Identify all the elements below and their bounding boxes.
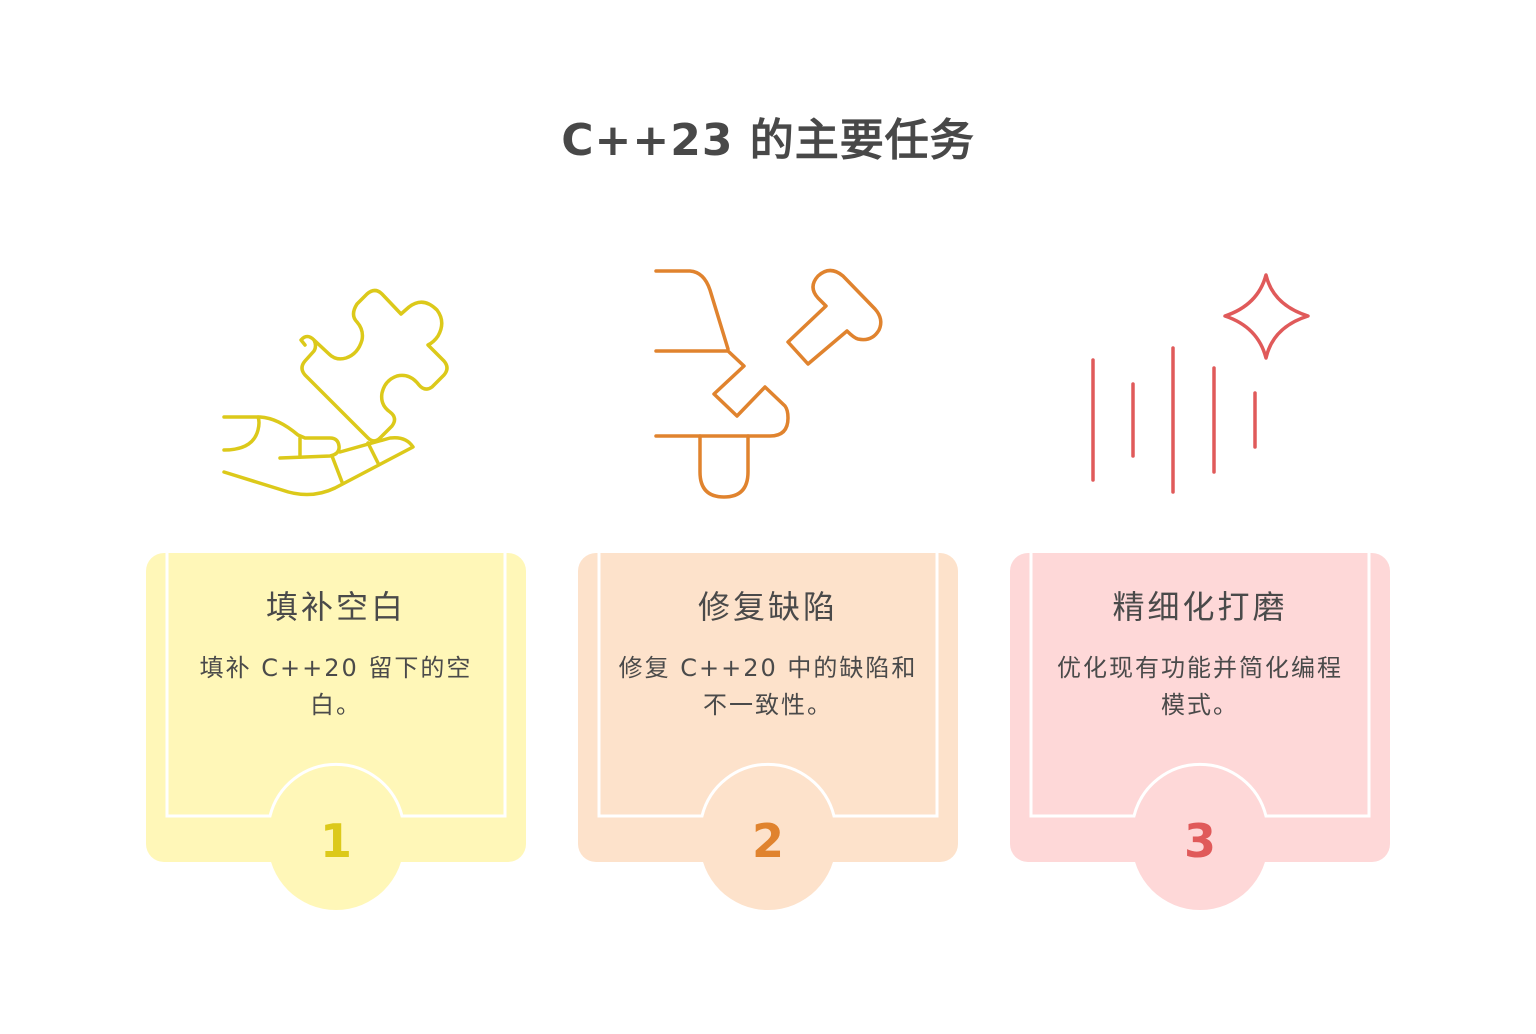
task-card-3: 精细化打磨 优化现有功能并简化编程模式。 3 [1010, 552, 1390, 912]
card-description: 优化现有功能并简化编程模式。 [1057, 654, 1343, 719]
card-title: 修复缺陷 [697, 588, 838, 626]
card-title: 填补空白 [265, 588, 406, 626]
card-title: 精细化打磨 [1112, 588, 1288, 626]
fix-pipe-plug-icon [640, 260, 900, 510]
sparkle-polish-icon [1075, 260, 1335, 510]
card-description: 修复 C++20 中的缺陷和不一致性。 [618, 654, 918, 719]
hand-puzzle-piece-icon [210, 260, 470, 510]
step-number-badge: 3 [1183, 814, 1216, 868]
task-card-1: 填补空白 填补 C++20 留下的空白。 1 [146, 552, 526, 912]
step-number-badge: 1 [319, 814, 352, 868]
page-title: C++23 的主要任务 [561, 115, 975, 166]
card-description: 填补 C++20 留下的空白。 [199, 654, 473, 719]
task-card-2: 修复缺陷 修复 C++20 中的缺陷和不一致性。 2 [578, 552, 958, 912]
step-number-badge: 2 [751, 814, 784, 868]
